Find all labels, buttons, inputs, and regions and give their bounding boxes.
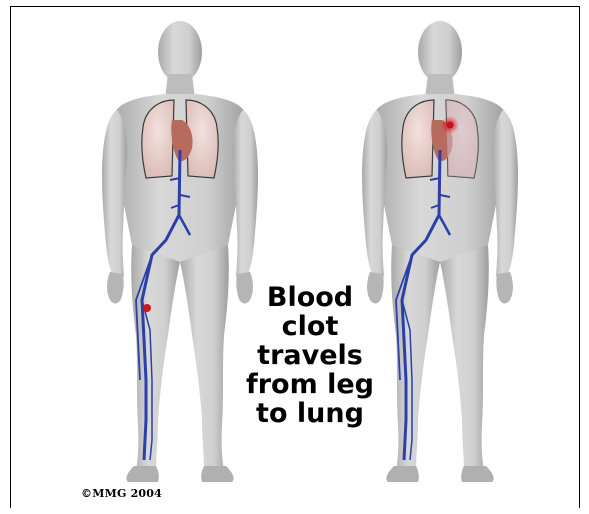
caption-line-1: Blood <box>240 283 380 312</box>
clot-marker-leg <box>143 304 151 312</box>
diagram-caption: Blood clot travels from leg to lung <box>240 283 380 428</box>
caption-line-4: from leg <box>240 370 380 399</box>
figure-clot-in-lung <box>362 21 518 482</box>
figure-clot-in-leg <box>102 21 258 482</box>
caption-line-3: travels <box>240 341 380 370</box>
caption-line-5: to lung <box>240 399 380 428</box>
caption-line-2: clot <box>240 312 380 341</box>
copyright-notice: ©MMG 2004 <box>81 487 162 500</box>
